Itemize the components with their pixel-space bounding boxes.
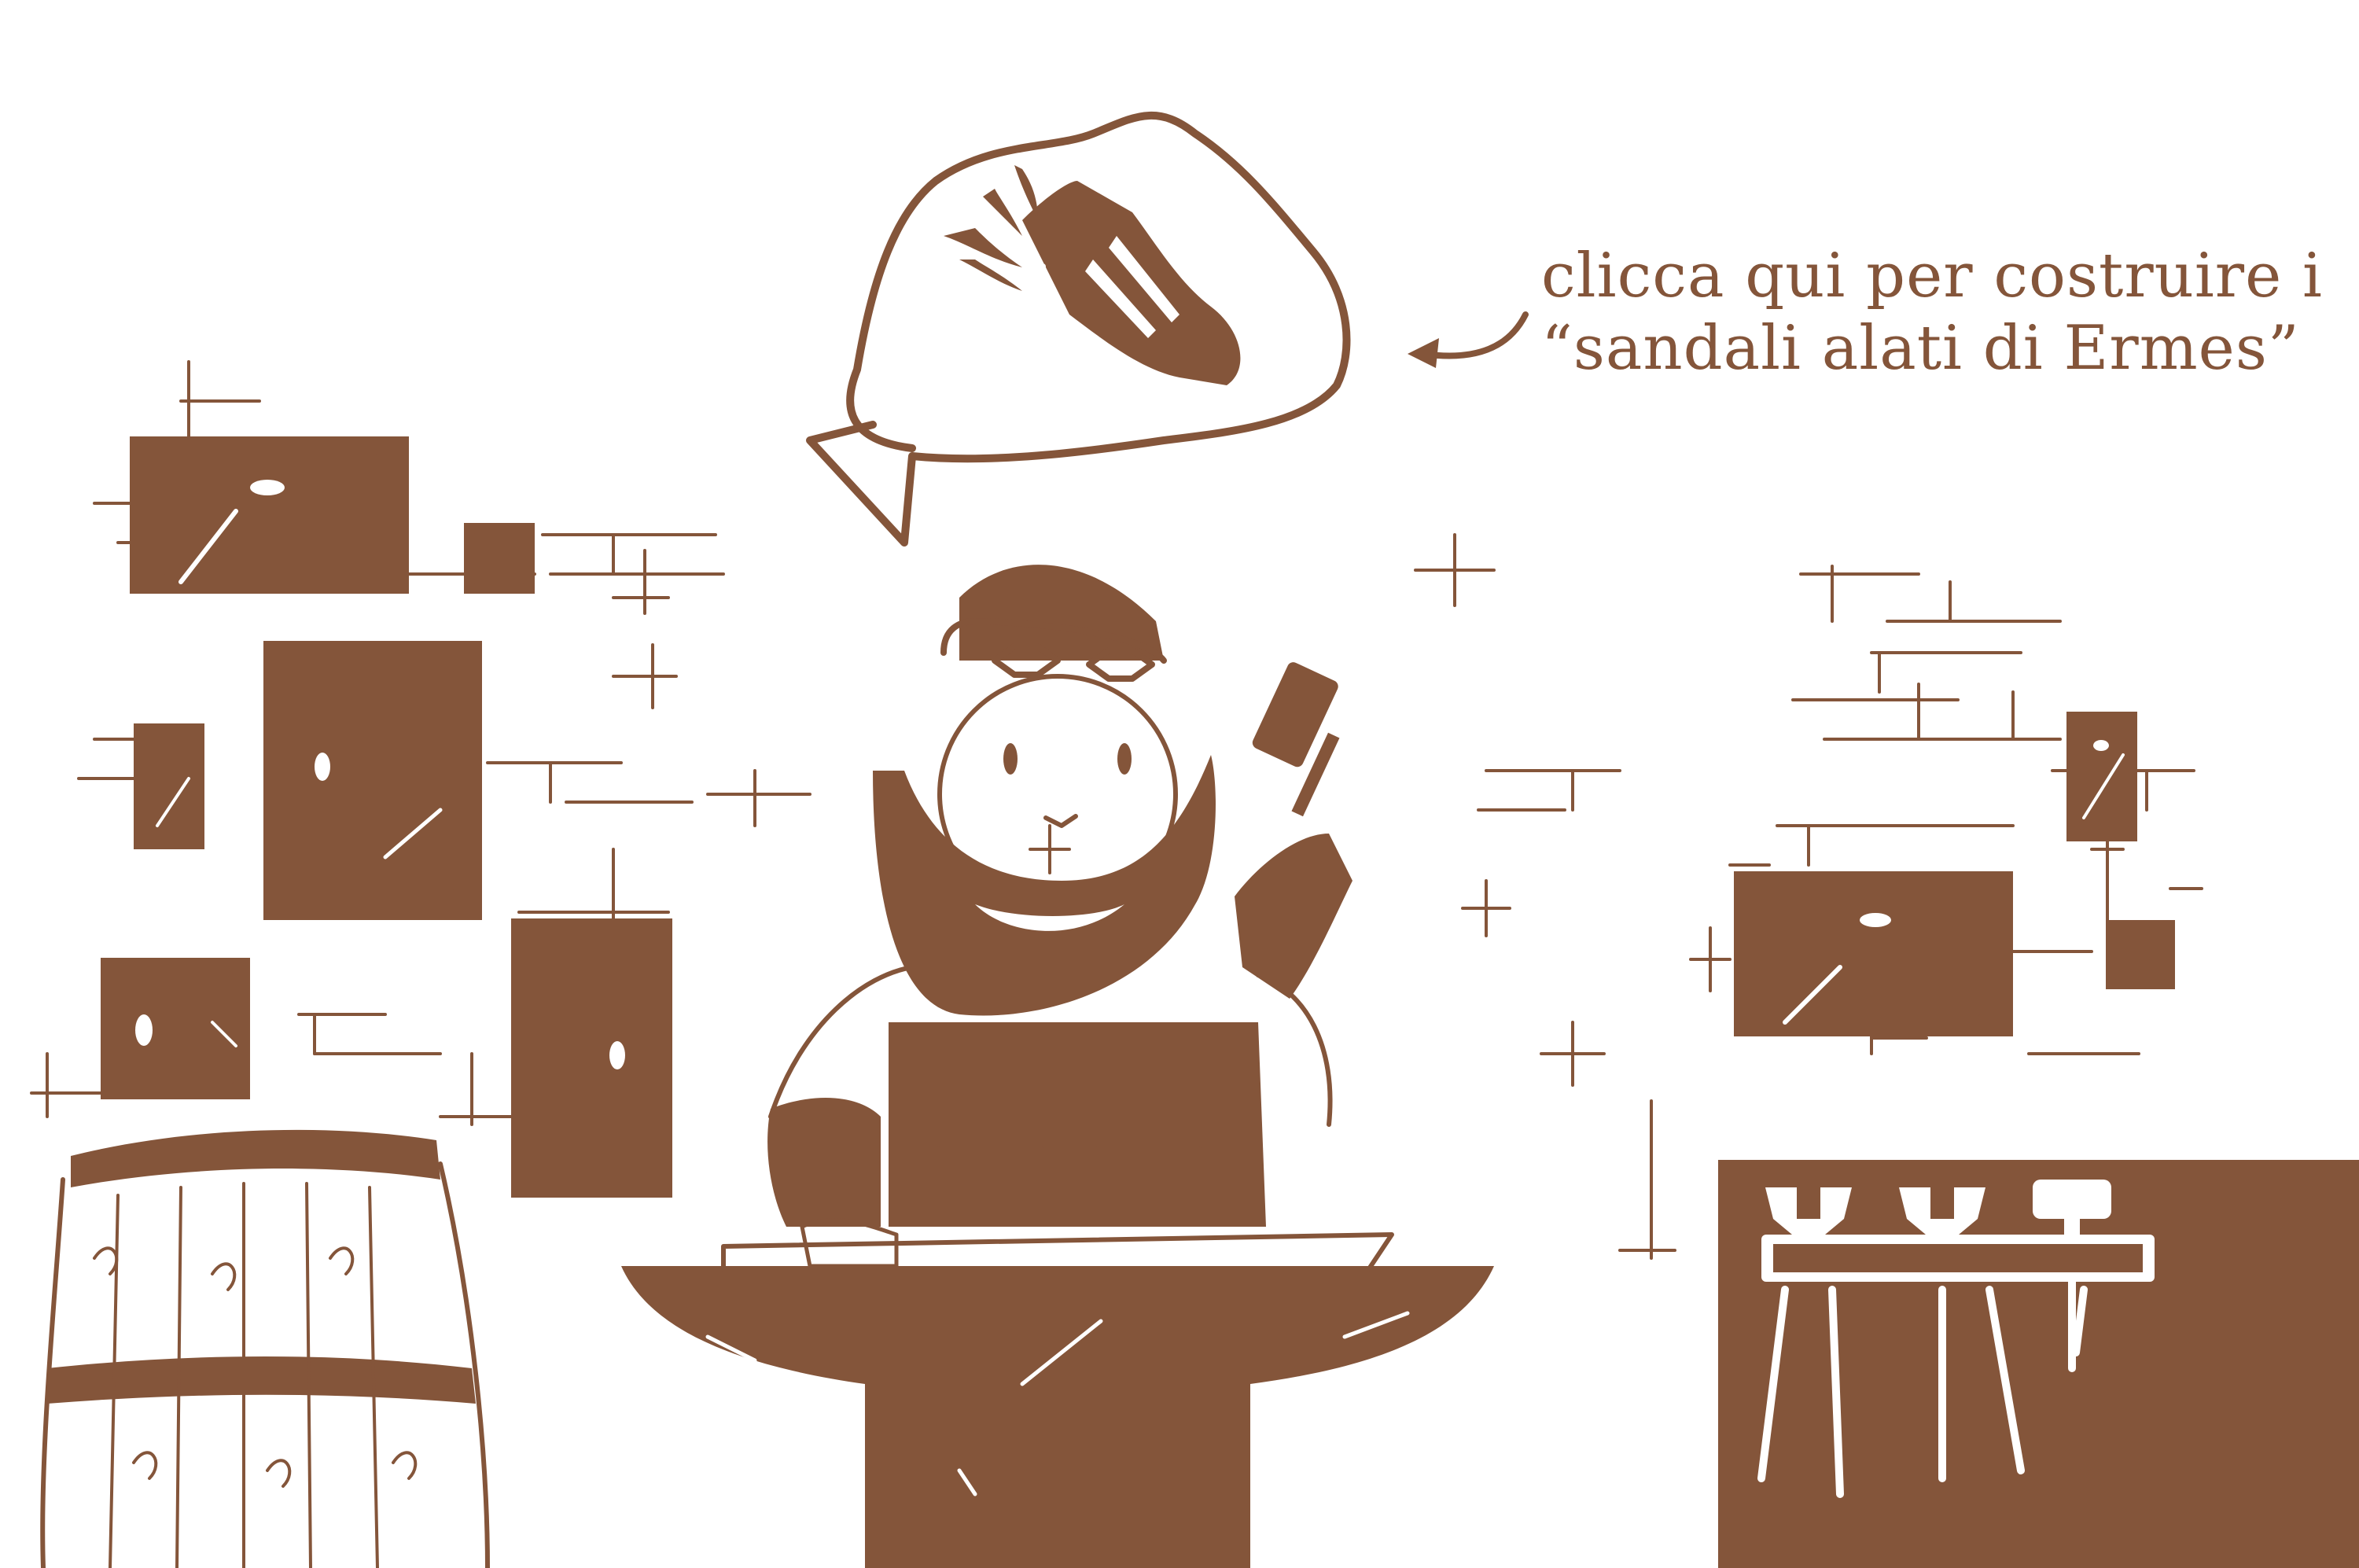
brick-lines-left xyxy=(30,360,811,1126)
blade xyxy=(721,1217,1394,1272)
winged-sandal-icon xyxy=(944,165,1241,385)
wall-frame-1 xyxy=(130,436,409,594)
wall-frame-4 xyxy=(134,723,204,849)
wall-frame-3 xyxy=(263,641,482,920)
caption-line-1: clicca qui per costruire i xyxy=(1541,241,2323,311)
curved-arrow-icon xyxy=(1408,311,1529,368)
wall-frame-5 xyxy=(101,958,250,1099)
wall-frame-8 xyxy=(1734,871,2013,1036)
barrel xyxy=(40,1129,490,1568)
tool-rack xyxy=(1718,1160,2359,1568)
wall-frame-2 xyxy=(464,523,535,594)
build-sandals-caption[interactable]: clicca qui per costruire i “sandali alat… xyxy=(1541,240,2335,385)
wall-frame-9 xyxy=(2106,920,2175,989)
sparkles xyxy=(1029,533,1732,1087)
thought-bubble xyxy=(806,112,1351,547)
winged-sandals-button[interactable] xyxy=(802,102,1352,543)
hammer-icon xyxy=(1252,662,1340,817)
wall-frame-7 xyxy=(2066,712,2137,841)
brick-lines-right xyxy=(1477,565,2203,1260)
anvil xyxy=(621,1266,1494,1568)
caption-line-2: “sandali alati di Ermes” xyxy=(1541,313,2300,384)
wall-frame-6 xyxy=(511,918,672,1198)
blacksmith xyxy=(767,565,1352,1227)
